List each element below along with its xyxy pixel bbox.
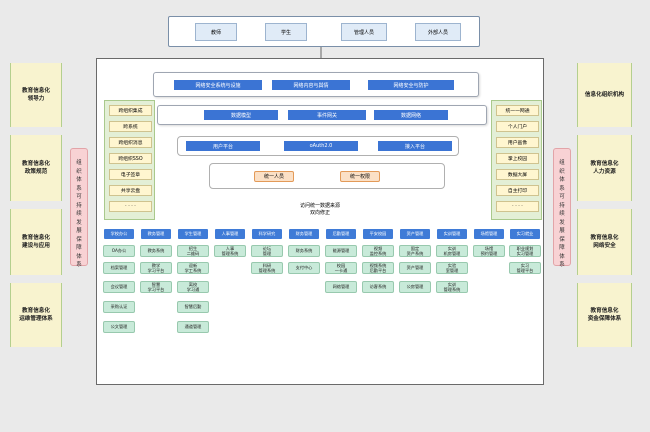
portal-item: 个人门户 bbox=[496, 121, 539, 132]
data-layer-item: 数据模型 bbox=[204, 110, 278, 120]
auth-layer-item: 用户平台 bbox=[186, 141, 260, 151]
module-subsystem: 科研 管理系统 bbox=[251, 262, 283, 274]
module-subsystem: 资产管理 bbox=[399, 262, 431, 274]
module-subsystem: 迎新 学工系统 bbox=[177, 262, 209, 274]
portal-item: 数据大屏 bbox=[496, 169, 539, 180]
right-section: 教育信息化 资金保障体系 bbox=[577, 283, 632, 347]
module-subsystem: 实验 室管理 bbox=[436, 262, 468, 274]
integration-item: 跨组织消息 bbox=[109, 137, 152, 148]
portal-item: · · · · bbox=[496, 201, 539, 212]
right-section: 教育信息化 网络安全 bbox=[577, 209, 632, 275]
network-security-row: 网络安全系统与设施 网络内容与舆情 网络安全与防护 bbox=[153, 72, 479, 97]
module-subsystem: 实习 管理平台 bbox=[509, 262, 541, 274]
network-security-item: 网络安全与防护 bbox=[368, 80, 454, 90]
integration-item: 跨组织SSO bbox=[109, 153, 152, 164]
module-subsystem: 教务系统 bbox=[140, 245, 172, 257]
right-section: 教育信息化 人力资源 bbox=[577, 135, 632, 201]
module-subsystem: 固定 资产系统 bbox=[399, 245, 431, 257]
module-subsystem: 访客系统 bbox=[362, 281, 394, 293]
auth-layer-item: oAuth2.0 bbox=[284, 141, 358, 151]
module-subsystem: 场馆 预约管理 bbox=[473, 245, 505, 257]
module-subsystem: 离校 学习通 bbox=[177, 281, 209, 293]
module-header: 财务管理 bbox=[289, 229, 319, 239]
user-role-box: 管理人员 bbox=[341, 23, 387, 41]
module-subsystem: 实训 机房管理 bbox=[436, 245, 468, 257]
integration-item: 电子签章 bbox=[109, 169, 152, 180]
portal-item: 用户画像 bbox=[496, 137, 539, 148]
module-subsystem: 人事 管理系统 bbox=[214, 245, 246, 257]
module-subsystem: 档案管理 bbox=[103, 262, 135, 274]
module-subsystem: 能源管理 bbox=[325, 245, 357, 257]
unified-item: 统一权限 bbox=[340, 171, 380, 182]
module-header: 人事管理 bbox=[215, 229, 245, 239]
left-section: 教育信息化 领导力 bbox=[10, 63, 62, 127]
module-header: 资产管理 bbox=[400, 229, 430, 239]
module-header: 后勤管理 bbox=[326, 229, 356, 239]
module-subsystem: 实训 管理系统 bbox=[436, 281, 468, 293]
data-layer-row: 数据模型 事件网关 数据网络 bbox=[157, 105, 487, 125]
module-subsystem: 通道管理 bbox=[177, 321, 209, 333]
module-subsystem: 智慧 学习平台 bbox=[140, 281, 172, 293]
module-header: 学校办公 bbox=[104, 229, 134, 239]
module-subsystem: 采购认证 bbox=[103, 301, 135, 313]
module-subsystem: 公房管理 bbox=[399, 281, 431, 293]
module-header: 科学研究 bbox=[252, 229, 282, 239]
module-header: 学生管理 bbox=[178, 229, 208, 239]
module-subsystem: 教学 学习平台 bbox=[140, 262, 172, 274]
network-security-item: 网络内容与舆情 bbox=[272, 80, 350, 90]
unified-identity-row: 统一人员 统一权限 bbox=[209, 163, 445, 189]
data-layer-item: 数据网络 bbox=[374, 110, 448, 120]
module-header: 平安校园 bbox=[363, 229, 393, 239]
module-subsystem: 校园 一卡通 bbox=[325, 262, 357, 274]
module-subsystem: 论坛 管理 bbox=[251, 245, 283, 257]
portal-item: 统一一网通 bbox=[496, 105, 539, 116]
module-header: 实训管理 bbox=[437, 229, 467, 239]
right-section: 信息化组织机构 bbox=[577, 63, 632, 127]
module-header: 教务管理 bbox=[141, 229, 171, 239]
module-subsystem: 视频系统 后勤平台 bbox=[362, 262, 394, 274]
module-subsystem: 公文管理 bbox=[103, 321, 135, 333]
user-roles-bar: 教师 学生 管理人员 外部人员 bbox=[168, 16, 480, 47]
center-note: 访问统一数据来源 双向修正 bbox=[286, 196, 354, 224]
module-header: 场馆管理 bbox=[474, 229, 504, 239]
left-section: 教育信息化 运维管理体系 bbox=[10, 283, 62, 347]
integration-item: 跨系统 bbox=[109, 121, 152, 132]
left-integration-panel: 跨组织集成 跨系统 跨组织消息 跨组织SSO 电子签章 共享云盘 · · · · bbox=[104, 100, 155, 220]
left-section: 教育信息化 政策规范 bbox=[10, 135, 62, 201]
module-subsystem: 财务系统 bbox=[288, 245, 320, 257]
portal-item: 自主打印 bbox=[496, 185, 539, 196]
user-role-box: 学生 bbox=[265, 23, 307, 41]
user-role-box: 外部人员 bbox=[415, 23, 461, 41]
module-subsystem: 职业规划 实习管理 bbox=[509, 245, 541, 257]
user-role-box: 教师 bbox=[195, 23, 237, 41]
module-subsystem: 招生 二维码 bbox=[177, 245, 209, 257]
portal-item: 掌上校园 bbox=[496, 153, 539, 164]
right-support-label: 组织体系 可持续发展保障体系 bbox=[553, 148, 571, 268]
module-subsystem: 网络管理 bbox=[325, 281, 357, 293]
network-security-item: 网络安全系统与设施 bbox=[174, 80, 262, 90]
auth-layer-row: 用户平台 oAuth2.0 接入平台 bbox=[177, 136, 459, 156]
auth-layer-item: 接入平台 bbox=[378, 141, 452, 151]
integration-item: 跨组织集成 bbox=[109, 105, 152, 116]
module-subsystem: 支付中心 bbox=[288, 262, 320, 274]
left-section: 教育信息化 建设与应用 bbox=[10, 209, 62, 275]
module-subsystem: OA办公 bbox=[103, 245, 135, 257]
data-layer-item: 事件网关 bbox=[288, 110, 366, 120]
integration-item: 共享云盘 bbox=[109, 185, 152, 196]
module-subsystem: 视频 监控系统 bbox=[362, 245, 394, 257]
right-portal-panel: 统一一网通 个人门户 用户画像 掌上校园 数据大屏 自主打印 · · · · bbox=[491, 100, 542, 220]
integration-item: · · · · bbox=[109, 201, 152, 212]
left-support-label: 组织体系 可持续发展保障体系 bbox=[70, 148, 88, 268]
module-header: 实习就业 bbox=[510, 229, 540, 239]
module-subsystem: 智慧后勤 bbox=[177, 301, 209, 313]
unified-item: 统一人员 bbox=[254, 171, 294, 182]
module-subsystem: 会议管理 bbox=[103, 281, 135, 293]
